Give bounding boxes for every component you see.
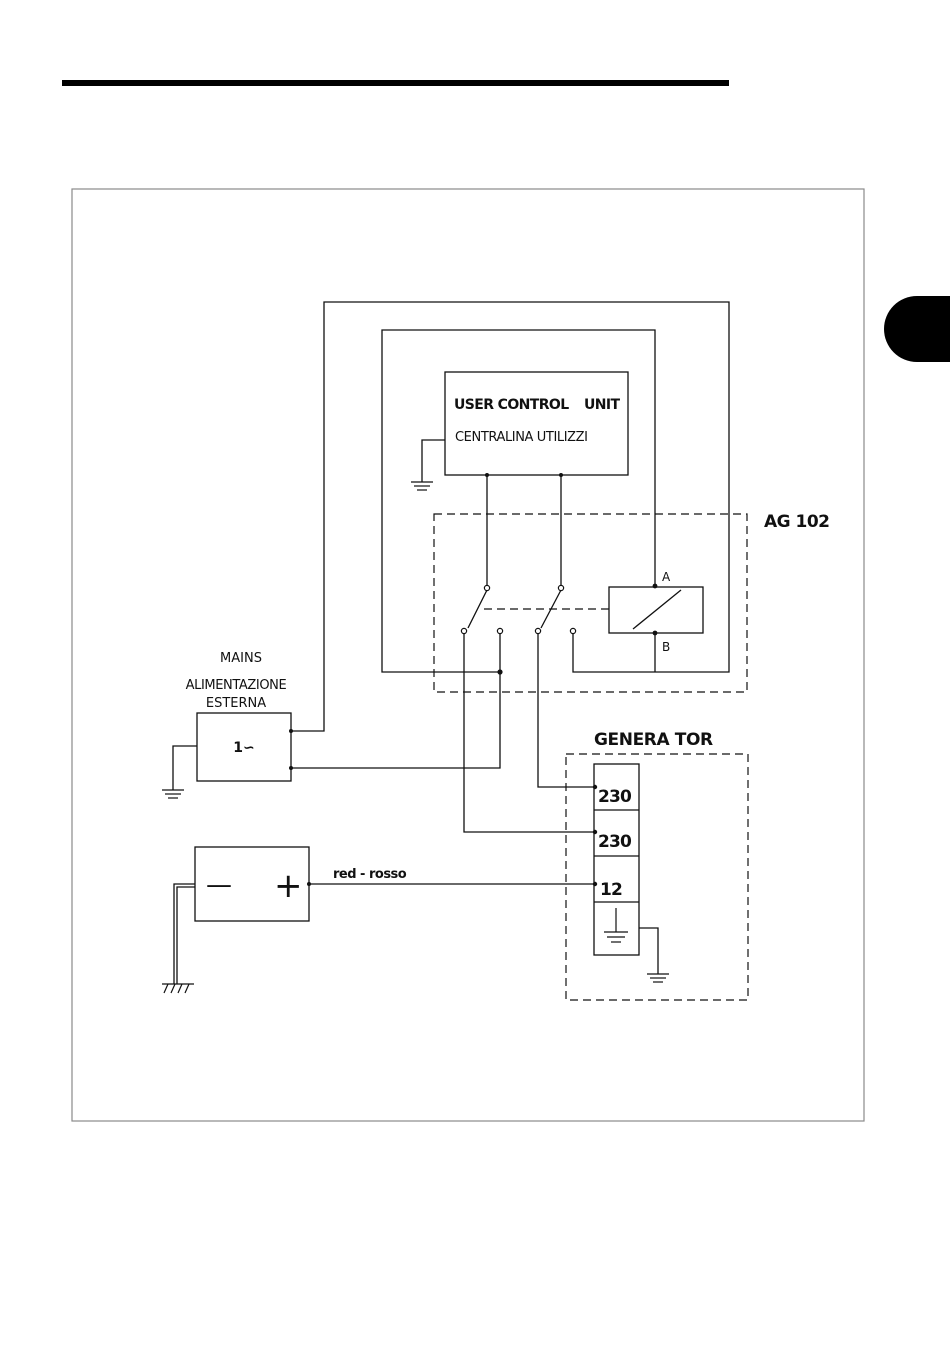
- mains-label-en: MAINS: [220, 651, 262, 666]
- junction-dot: [289, 729, 293, 733]
- ag102-label: AG 102: [764, 512, 830, 532]
- chassis-ground-icon: [162, 984, 194, 993]
- terminal-230b-label: 230: [598, 832, 632, 852]
- contact-4: [570, 628, 575, 633]
- contact-1: [461, 628, 466, 633]
- contact-common-2: [558, 585, 563, 590]
- outer-loop-wire: [291, 302, 729, 731]
- junction-dot: [593, 882, 597, 886]
- junction-dot: [497, 669, 502, 674]
- battery-plus-symbol: +: [274, 866, 303, 906]
- junction-dot: [485, 473, 489, 477]
- generator-dashed-box: [566, 754, 748, 1000]
- mains-ground-wire: [173, 746, 197, 790]
- ucu-ground-wire: [422, 440, 445, 482]
- red-wire-label: red - rosso: [333, 867, 407, 882]
- relay-a-label: A: [662, 570, 671, 584]
- ground-icon: [162, 790, 184, 798]
- battery-minus-symbol: —: [206, 870, 232, 900]
- contact-common-1: [484, 585, 489, 590]
- contact-3: [535, 628, 540, 633]
- battery-ground-wire-b: [177, 887, 195, 984]
- mains-label-it-2: ESTERNA: [206, 696, 266, 711]
- ucu-label-en-b: UNIT: [584, 397, 620, 413]
- junction-dot: [559, 473, 563, 477]
- relay-coil-diagonal: [633, 590, 681, 629]
- inner-loop-wire: [382, 330, 655, 672]
- relay-b-label: B: [662, 640, 670, 654]
- diagram-frame: [72, 189, 864, 1121]
- ground-icon: [647, 974, 669, 982]
- ucu-label-en-a: USER CONTROL: [454, 397, 569, 413]
- terminal-230a-label: 230: [598, 787, 632, 807]
- generator-ground-wire: [639, 928, 658, 974]
- ucu-label-it: CENTRALINA UTILIZZI: [455, 430, 588, 445]
- junction-dot: [289, 766, 293, 770]
- mains-to-switch-wire: [291, 632, 500, 768]
- terminal-12-label: 12: [600, 880, 622, 900]
- junction-dot: [593, 830, 597, 834]
- contact-2: [497, 628, 502, 633]
- user-control-unit-box: [445, 372, 628, 475]
- ground-icon: [411, 482, 433, 490]
- generator-label: GENERA TOR: [594, 730, 713, 750]
- junction-dot: [653, 584, 658, 589]
- junction-dot: [653, 631, 658, 636]
- mains-label-it-1: ALIMENTAZIONE: [186, 678, 287, 693]
- junction-dot: [593, 785, 597, 789]
- contact-4-wire: [573, 633, 655, 672]
- switch-to-gen-230b-wire: [464, 632, 595, 832]
- junction-dot: [307, 882, 311, 886]
- mains-phase-symbol: 1∽: [233, 740, 254, 756]
- terminal-ground-icon: [604, 908, 628, 942]
